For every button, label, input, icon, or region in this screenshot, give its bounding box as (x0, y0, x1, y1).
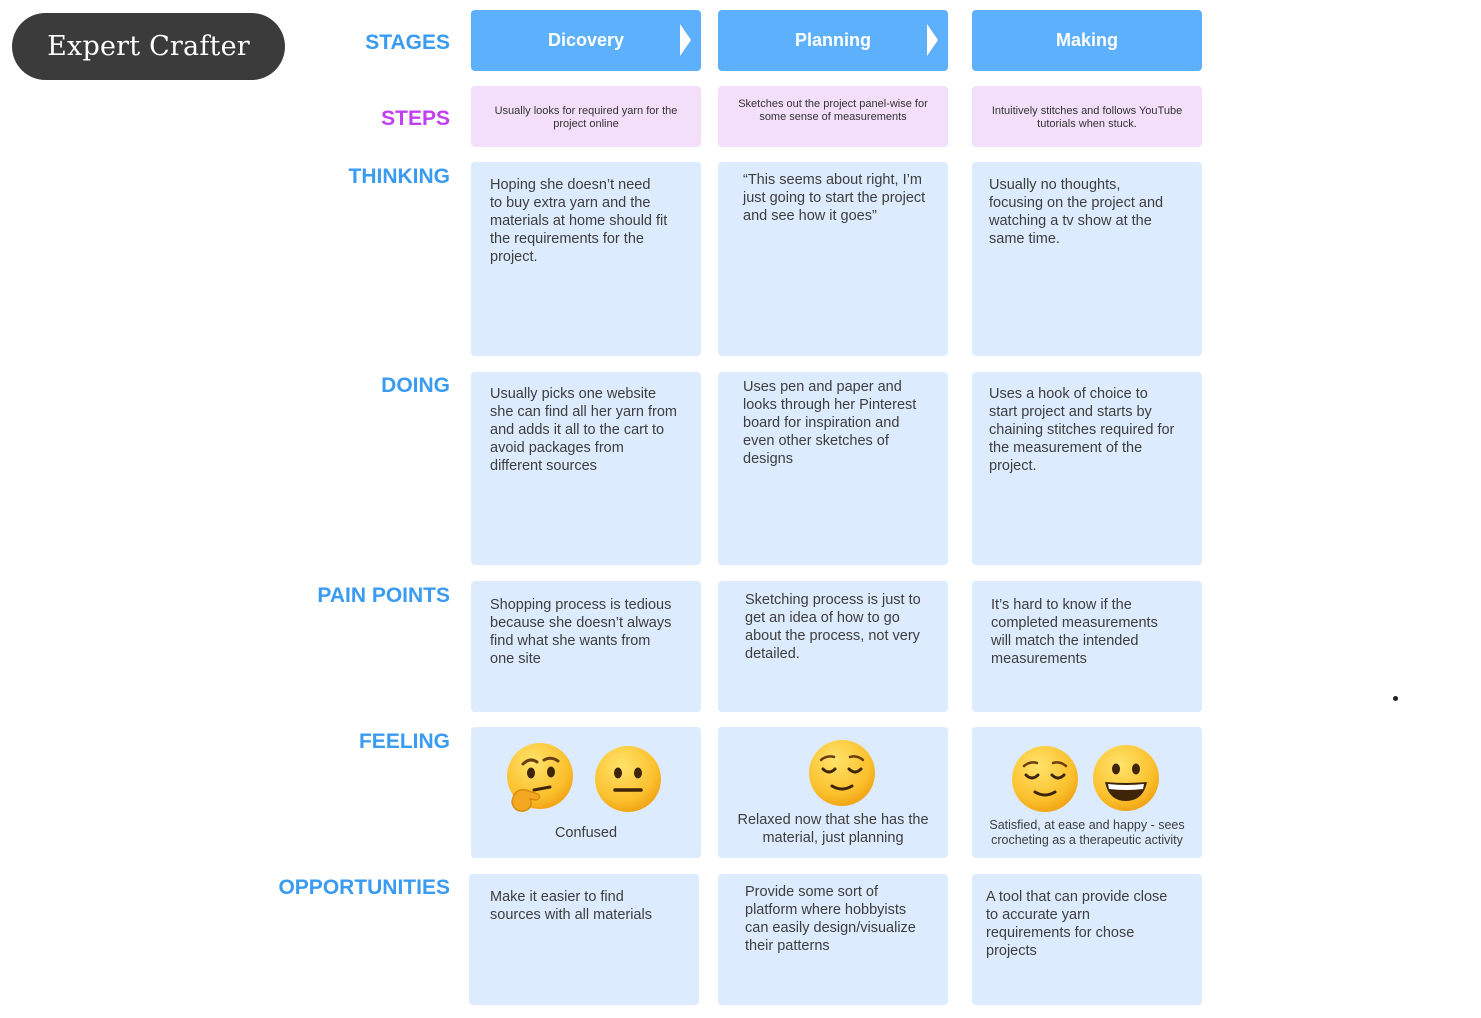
thinking-card-making: Usually no thoughts, focusing on the pro… (972, 162, 1202, 356)
thinking-card-discovery: Hoping she doesn’t need to buy extra yar… (471, 162, 701, 356)
relieved-face-icon (1012, 746, 1078, 812)
feeling-card-making: Satisfied, at ease and happy - sees croc… (972, 727, 1202, 858)
stage-making: Making (972, 10, 1202, 71)
stage-label: Making (1055, 30, 1118, 50)
arrow-right-icon (927, 24, 938, 56)
feeling-card-planning: Relaxed now that she has the material, j… (718, 727, 948, 858)
thinking-card-planning: “This seems about right, I’m just going … (718, 162, 948, 356)
stray-dot (1393, 696, 1398, 701)
card-text: Hoping she doesn’t need to buy extra yar… (490, 177, 668, 265)
neutral-face-icon (595, 746, 661, 812)
card-text: A tool that can provide close to accurat… (986, 889, 1168, 959)
doing-card-discovery: Usually picks one website she can find a… (471, 372, 701, 565)
feeling-card-discovery: Confused (471, 727, 701, 858)
thinking-face-icon (507, 743, 573, 812)
card-text: Uses pen and paper and looks through her… (743, 379, 917, 467)
step-discovery: Usually looks for required yarn for the … (471, 86, 701, 147)
step-making: Intuitively stitches and follows YouTube… (972, 86, 1202, 147)
row-label-pain-points: PAIN POINTS (317, 584, 450, 607)
row-label-doing: DOING (381, 374, 450, 397)
relieved-face-icon (809, 740, 875, 806)
card-text: Uses a hook of choice to start project a… (989, 386, 1175, 474)
row-label-opportunities: OPPORTUNITIES (278, 876, 450, 899)
card-text: Shopping process is tedious because she … (490, 597, 672, 667)
stage-label: Dicovery (547, 30, 625, 50)
card-text: “This seems about right, I’m just going … (743, 172, 926, 224)
card-text: It’s hard to know if the completed measu… (991, 597, 1158, 667)
opportunity-card-making: A tool that can provide close to accurat… (972, 874, 1202, 1005)
card-text: Usually no thoughts, focusing on the pro… (989, 177, 1164, 247)
card-text: Usually picks one website she can find a… (490, 386, 677, 474)
row-label-feeling: FEELING (358, 730, 450, 753)
feeling-caption: Confused (554, 825, 618, 841)
opportunity-card-planning: Provide some sort of platform where hobb… (718, 874, 948, 1005)
doing-card-making: Uses a hook of choice to start project a… (972, 372, 1202, 565)
row-label-thinking: THINKING (348, 165, 451, 188)
feeling-caption: Satisfied, at ease and happy - sees croc… (989, 818, 1185, 847)
grinning-face-icon (1093, 745, 1159, 811)
stage-planning: Planning (718, 10, 948, 71)
feeling-caption: Relaxed now that she has the material, j… (737, 812, 929, 846)
card-text: Make it easier to find sources with all … (490, 889, 652, 923)
pain-card-planning: Sketching process is just to get an idea… (718, 581, 948, 712)
row-label-stages: STAGES (365, 31, 450, 54)
row-label-steps: STEPS (381, 107, 450, 130)
card-text: Sketching process is just to get an idea… (745, 592, 921, 662)
stage-label: Planning (795, 30, 871, 50)
opportunity-card-discovery: Make it easier to find sources with all … (469, 874, 699, 1005)
pain-card-making: It’s hard to know if the completed measu… (972, 581, 1202, 712)
step-planning: Sketches out the project panel-wise for … (718, 86, 948, 147)
doing-card-planning: Uses pen and paper and looks through her… (718, 372, 948, 565)
card-text: Provide some sort of platform where hobb… (745, 884, 916, 954)
stage-discovery: Dicovery (471, 10, 701, 71)
pain-card-discovery: Shopping process is tedious because she … (471, 581, 701, 712)
arrow-right-icon (680, 24, 691, 56)
page-title: Expert Crafter (12, 13, 285, 80)
